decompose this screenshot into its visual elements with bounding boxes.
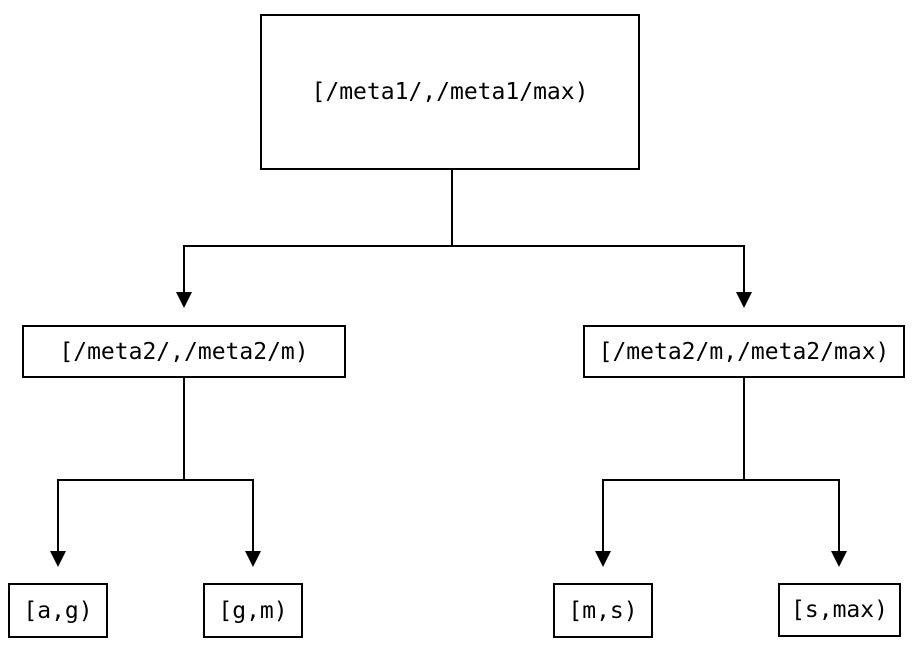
node-leaf-2: [g,m) [203,583,303,638]
node-leaf-1: [a,g) [8,583,108,638]
node-leaf-3: [m,s) [553,583,653,638]
node-right-child-label: [/meta2/m,/meta2/max) [598,338,890,365]
node-left-child-label: [/meta2/,/meta2/m) [59,338,309,365]
arrowhead-right-child [736,292,752,308]
edge-root-to-left-child [183,170,453,293]
node-left-child: [/meta2/,/meta2/m) [22,325,346,378]
edge-right-child-to-leaf-3 [602,378,745,552]
node-leaf-3-label: [m,s) [568,597,638,624]
node-leaf-4-label: [s,max) [791,597,888,623]
arrowhead-leaf-3 [595,551,611,567]
node-leaf-2-label: [g,m) [218,597,288,624]
node-right-child: [/meta2/m,/meta2/max) [583,325,905,378]
arrowhead-leaf-1 [50,551,66,567]
arrowhead-leaf-4 [831,551,847,567]
arrowhead-left-child [176,292,192,308]
node-leaf-4: [s,max) [778,583,901,637]
node-root-label: [/meta1/,/meta1/max) [311,79,589,105]
node-root: [/meta1/,/meta1/max) [260,14,640,170]
node-leaf-1-label: [a,g) [23,597,93,624]
arrowhead-leaf-2 [245,551,261,567]
edge-left-child-to-leaf-2 [183,378,254,552]
edge-left-child-to-leaf-1 [57,378,185,552]
edge-root-to-right-child [451,170,745,293]
edge-right-child-to-leaf-4 [743,378,840,552]
